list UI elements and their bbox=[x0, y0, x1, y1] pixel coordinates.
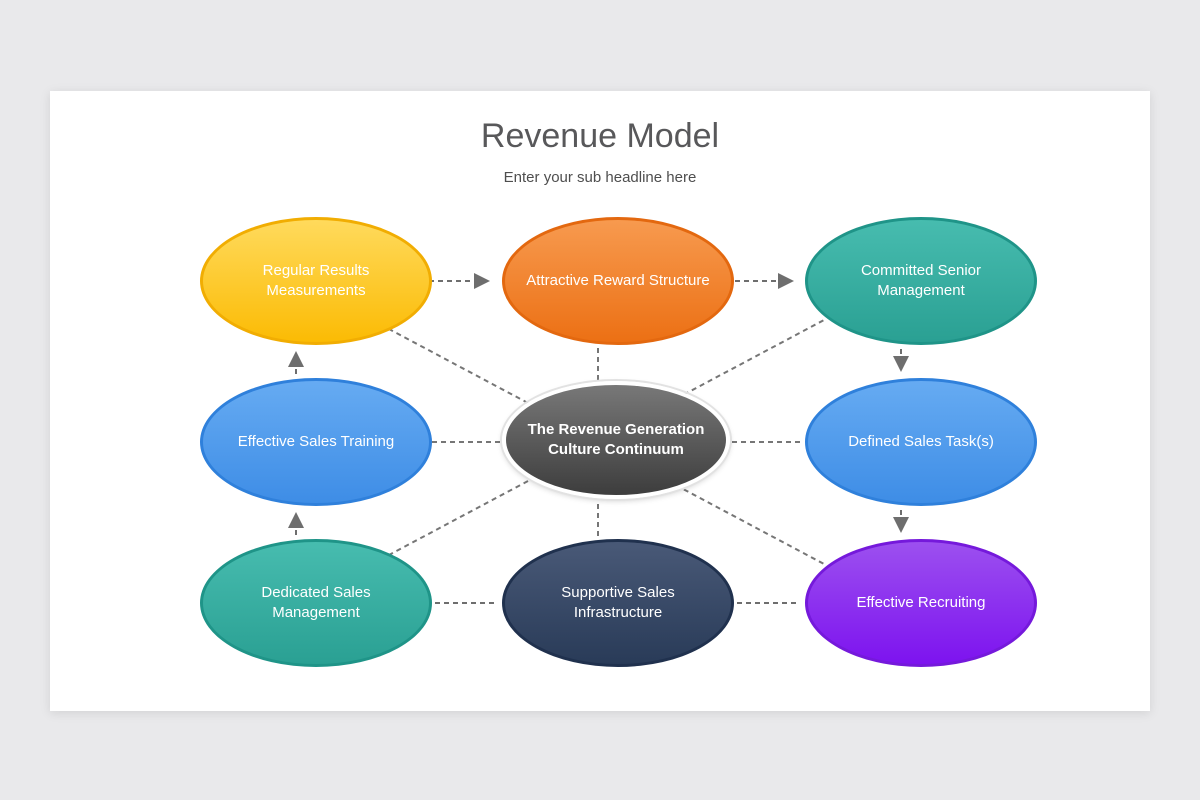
node-regular-results-measurements: Regular Results Measurements bbox=[200, 217, 432, 345]
node-label: Effective Recruiting bbox=[856, 594, 986, 612]
spoke-center-to-bottom-left bbox=[371, 480, 529, 565]
node-dedicated-sales-management: Dedicated Sales Management bbox=[200, 539, 432, 667]
node-label: Supportive Sales Infrastructure bbox=[561, 584, 675, 621]
spoke-center-to-top-right bbox=[667, 319, 825, 404]
node-center-revenue-generation-culture-continuum: The Revenue Generation Culture Continuum bbox=[502, 381, 730, 499]
node-label: Defined Sales Task(s) bbox=[848, 433, 994, 451]
node-label: Regular Results Measurements bbox=[262, 262, 370, 299]
center-node-label: The Revenue Generation Culture Continuum bbox=[527, 421, 705, 458]
revenue-model-diagram: Regular Results Measurements Attractive … bbox=[50, 91, 1150, 711]
slide-header: Revenue Model Enter your sub headline he… bbox=[50, 117, 1150, 186]
node-label: Dedicated Sales Management bbox=[261, 584, 371, 621]
node-attractive-reward-structure: Attractive Reward Structure bbox=[502, 217, 734, 345]
page-title: Revenue Model bbox=[480, 117, 720, 155]
node-defined-sales-tasks: Defined Sales Task(s) bbox=[805, 378, 1037, 506]
page-subtitle: Enter your sub headline here bbox=[503, 169, 697, 187]
node-effective-sales-training: Effective Sales Training bbox=[200, 378, 432, 506]
node-supportive-sales-infrastructure: Supportive Sales Infrastructure bbox=[502, 539, 734, 667]
node-label: Attractive Reward Structure bbox=[526, 272, 710, 290]
node-effective-recruiting: Effective Recruiting bbox=[805, 539, 1037, 667]
slide-canvas: Revenue Model Enter your sub headline he… bbox=[50, 91, 1150, 711]
spoke-center-to-top-left bbox=[371, 319, 529, 404]
spoke-center-to-bottom-right bbox=[667, 480, 825, 565]
node-label: Effective Sales Training bbox=[237, 433, 395, 451]
node-label: Committed Senior Management bbox=[860, 262, 982, 299]
node-committed-senior-management: Committed Senior Management bbox=[805, 217, 1037, 345]
